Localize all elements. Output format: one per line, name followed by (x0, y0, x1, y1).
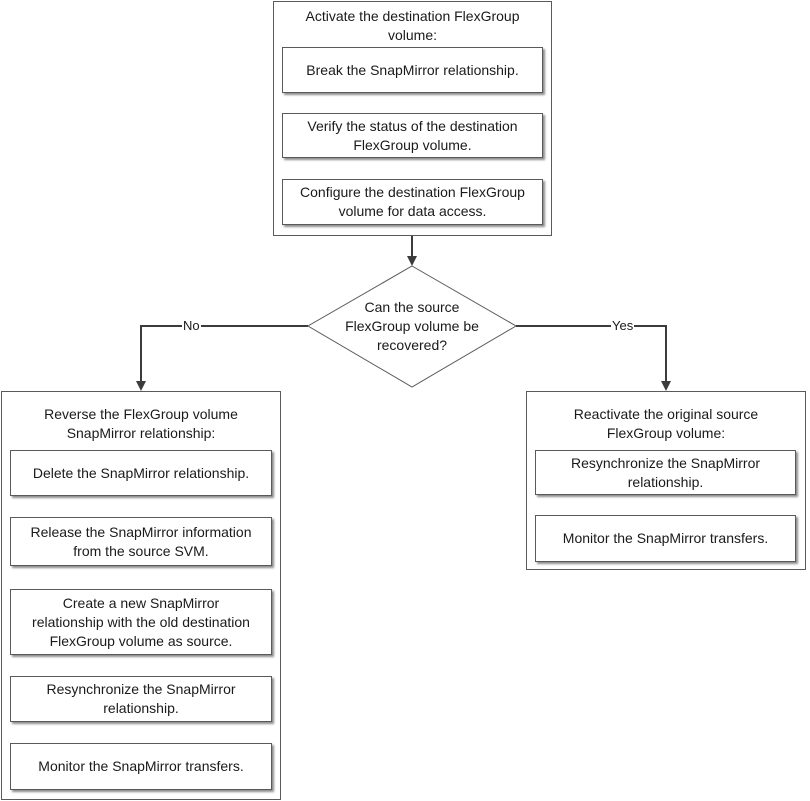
arrow-no-branch (136, 325, 308, 391)
reactivate-source-title: Reactivate the original source FlexGroup… (573, 406, 759, 441)
delete-relationship-step: Delete the SnapMirror relationship. (10, 450, 272, 496)
decision-diamond (307, 265, 517, 388)
resync-relationship-step-left: Resynchronize the SnapMirror relationshi… (10, 676, 272, 722)
arrow-yes-branch (516, 325, 671, 391)
verify-status-step: Verify the status of the destination Fle… (282, 113, 543, 158)
monitor-transfers-step-left: Monitor the SnapMirror transfers. (10, 743, 272, 790)
create-new-relationship-step: Create a new SnapMirror relationship wit… (10, 589, 272, 655)
yes-label: Yes (611, 318, 635, 333)
decision-question: Can the source FlexGroup volume be recov… (345, 299, 479, 353)
resync-relationship-step-right: Resynchronize the SnapMirror relationshi… (535, 450, 796, 495)
configure-access-step: Configure the destination FlexGroup volu… (282, 179, 543, 225)
reverse-relationship-title: Reverse the FlexGroup volume SnapMirror … (44, 406, 238, 441)
activate-destination-title: Activate the destination FlexGroup volum… (305, 8, 520, 43)
break-relationship-step: Break the SnapMirror relationship. (282, 47, 543, 93)
release-information-step: Release the SnapMirror information from … (10, 517, 272, 566)
no-label: No (182, 318, 201, 333)
monitor-transfers-step-right: Monitor the SnapMirror transfers. (535, 515, 796, 562)
